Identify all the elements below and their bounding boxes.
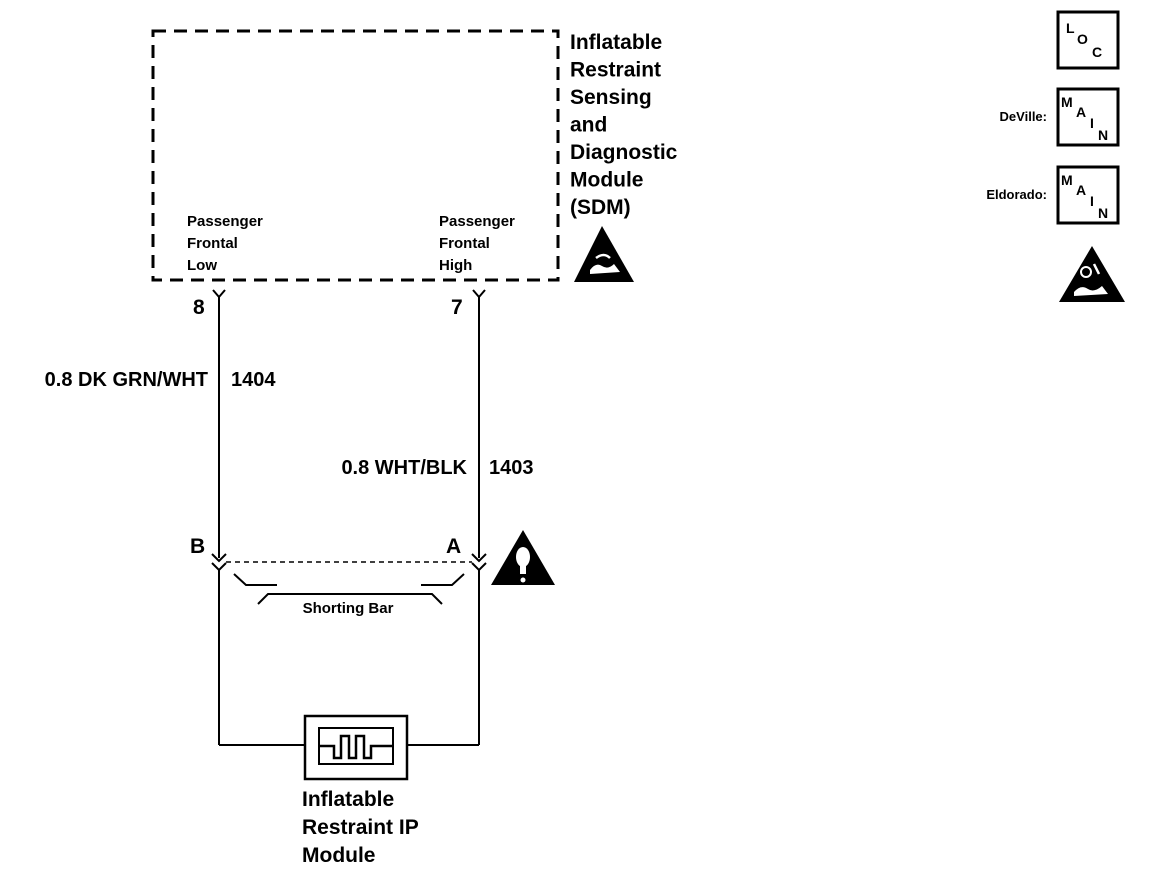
eldorado-main-n: N	[1098, 205, 1108, 221]
eldorado-main-i: I	[1090, 193, 1094, 209]
eldorado-label: Eldorado:	[986, 187, 1047, 202]
loc-letter-o: O	[1077, 31, 1088, 47]
deville-main-n: N	[1098, 127, 1108, 143]
esd-legend-icon	[1059, 246, 1125, 302]
sdm-connector-terminals	[212, 289, 486, 299]
shorting-bar-label: Shorting Bar	[303, 600, 394, 617]
deville-main-a: A	[1076, 104, 1086, 120]
sdm-title: Inflatable Restraint Sensing and Diagnos…	[570, 31, 683, 219]
deville-main-i: I	[1090, 115, 1094, 131]
eldorado-main-a: A	[1076, 182, 1086, 198]
connector-pin-a: A	[446, 535, 461, 558]
sdm-module-box	[151, 29, 560, 282]
ip-module-label: Inflatable Restraint IP Module	[302, 788, 424, 867]
loc-symbol-box	[1056, 10, 1120, 70]
deville-main-m: M	[1061, 94, 1073, 110]
ip-module-box	[303, 714, 409, 781]
sdm-pin-low-label: Passenger Frontal Low	[187, 213, 267, 274]
sdm-pin-7: 7	[451, 296, 463, 319]
connector-pin-b: B	[190, 535, 205, 558]
eldorado-main-box	[1056, 165, 1120, 225]
wire-1404-circuit: 1404	[231, 369, 276, 391]
sdm-pin-8: 8	[193, 296, 205, 319]
wire-1404	[218, 297, 305, 746]
caution-icon	[491, 530, 555, 585]
shorting-bar	[233, 573, 465, 605]
deville-main-box	[1056, 87, 1120, 147]
connector-terminals	[211, 553, 487, 572]
igniter-icon	[319, 734, 393, 760]
wire-1403	[407, 297, 480, 746]
loc-letter-c: C	[1092, 44, 1102, 60]
eldorado-main-m: M	[1061, 172, 1073, 188]
wire-1404-color: 0.8 DK GRN/WHT	[45, 369, 208, 391]
wire-1403-circuit: 1403	[489, 457, 534, 479]
sdm-pin-high-label: Passenger Frontal High	[439, 213, 519, 274]
deville-label: DeVille:	[1000, 109, 1047, 124]
loc-letter-l: L	[1066, 20, 1075, 36]
esd-sensitive-icon	[574, 226, 634, 282]
wire-1403-color: 0.8 WHT/BLK	[341, 457, 467, 479]
